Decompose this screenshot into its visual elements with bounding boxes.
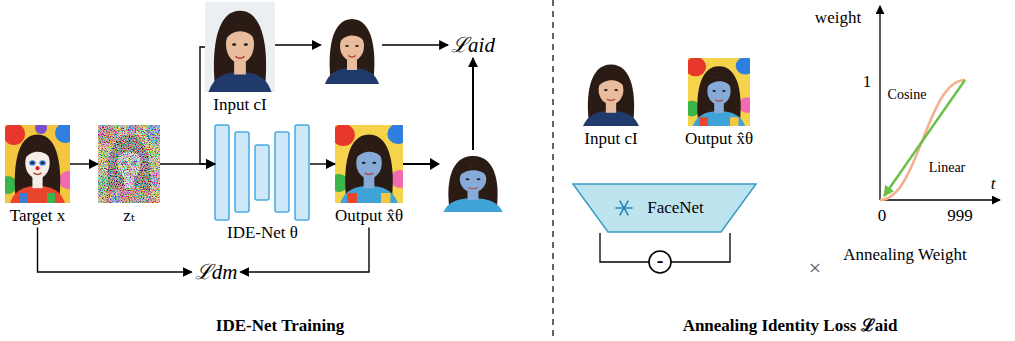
- output-image: [330, 124, 410, 203]
- flow-arrow: [275, 44, 448, 45]
- image-panel: Output x̂θ: [335, 125, 403, 226]
- curve-label: Cosine: [888, 87, 927, 102]
- network-block: IDE-Net θ: [215, 125, 310, 243]
- target-image: [0, 122, 77, 203]
- image-caption: zₜ: [123, 206, 135, 226]
- y-axis: [879, 6, 880, 200]
- loss-symbol: ℒdm: [195, 260, 238, 284]
- block-label: FaceNet: [625, 198, 704, 218]
- image-panel: Output x̂θ: [688, 58, 750, 149]
- tick-label: 999: [947, 207, 973, 226]
- panel-divider: [552, 0, 553, 341]
- output-face-crop: [440, 150, 506, 212]
- x-axis: [880, 199, 1000, 200]
- difference-wire: [600, 233, 649, 262]
- flow-arrow: [38, 228, 192, 273]
- noisy-latent: [92, 122, 166, 203]
- noise-overlay: [98, 125, 160, 203]
- linear-curve: [884, 80, 965, 196]
- plot-caption: Annealing Weight: [843, 246, 966, 265]
- unet-block: [215, 125, 309, 220]
- tick-label: 0: [878, 207, 887, 226]
- image-caption: Output x̂θ: [335, 206, 403, 226]
- input-face: [580, 58, 642, 126]
- curve-label: Linear: [929, 160, 966, 175]
- flow-arrow: [403, 58, 473, 164]
- flow-arrow: [200, 47, 215, 164]
- panel-title: IDE-Net Training: [216, 317, 344, 336]
- input-photo: [205, 2, 275, 92]
- operator-symbol: -: [657, 249, 664, 271]
- frozen-snowflake: [616, 201, 632, 215]
- tick-label: 1: [863, 73, 872, 92]
- flow-arrow: [70, 163, 98, 164]
- axis-label: t: [991, 175, 996, 194]
- image-caption: Input cI: [213, 95, 266, 115]
- image-caption: Output x̂θ: [685, 129, 753, 149]
- axis-label: weight: [815, 9, 861, 28]
- arrow-head: [312, 40, 322, 50]
- image-panel: Input cI: [580, 58, 642, 149]
- image-caption: IDE-Net θ: [227, 223, 298, 243]
- image-panel: Target x: [5, 125, 70, 226]
- arrow-head: [430, 158, 440, 170]
- output-face: [683, 57, 755, 126]
- encoder-block: FaceNet: [572, 183, 757, 233]
- image-caption: Target x: [10, 206, 66, 226]
- panel-title: Annealing Identity Loss ℒaid: [683, 317, 898, 336]
- loss-term: ℒdm: [192, 259, 241, 285]
- cosine-curve: [880, 80, 965, 200]
- aligned-face: [322, 12, 382, 84]
- image-panel: zₜ: [98, 125, 160, 226]
- operator-symbol: ×: [809, 256, 821, 280]
- difference-wire: [671, 233, 730, 262]
- loss-term: ℒaid: [448, 32, 498, 58]
- image-caption: Input cI: [584, 129, 637, 149]
- loss-symbol: ℒaid: [451, 33, 495, 57]
- flow-arrow: [310, 163, 335, 164]
- image-panel: Input cI: [205, 2, 275, 115]
